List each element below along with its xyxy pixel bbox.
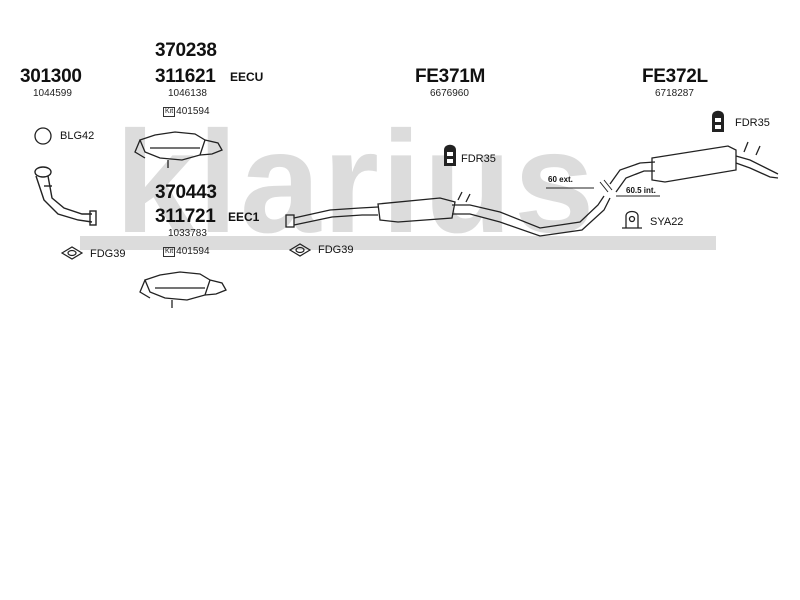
- fdg39-gasket-left-icon: [60, 246, 84, 260]
- watermark-bar: [80, 236, 716, 250]
- blg42-ring-icon: [34, 127, 52, 145]
- label-fdr35-right: FDR35: [735, 117, 770, 129]
- oe-number-1046138: 1046138: [168, 88, 207, 99]
- rear-silencer-drawing: [609, 141, 779, 193]
- label-fdg39-left: FDG39: [90, 248, 126, 260]
- part-number-fe372l: FE372L: [642, 66, 708, 87]
- part-number-370443: 370443: [155, 182, 217, 203]
- catalyst-upper-drawing: [134, 131, 223, 168]
- annotation-60-5-int: 60.5 int.: [626, 186, 656, 195]
- oe-number-1033783: 1033783: [168, 228, 207, 239]
- oe-number-1044599: 1044599: [33, 88, 72, 99]
- center-silencer-drawing: [285, 191, 611, 237]
- part-number-311721: 311721: [155, 206, 216, 227]
- label-sya22: SYA22: [650, 216, 684, 228]
- part-number-370238: 370238: [155, 40, 217, 61]
- joint-marker: [546, 179, 660, 197]
- catalyst-lower-drawing: [139, 271, 227, 308]
- oe-number-6718287: 6718287: [655, 88, 694, 99]
- tag-eec1: EEC1: [228, 210, 260, 224]
- fdr35-mount-mid-icon: [444, 144, 456, 166]
- part-number-301300: 301300: [20, 66, 82, 87]
- fdg39-gasket-mid-icon: [288, 243, 312, 257]
- sya22-clamp-icon: [622, 210, 642, 229]
- front-pipe-drawing: [34, 166, 97, 226]
- label-fdr35-mid: FDR35: [461, 153, 496, 165]
- annotation-60-ext: 60 ext.: [548, 175, 573, 184]
- fdr35-mount-right-icon: [712, 110, 724, 132]
- oe-number-6676960: 6676960: [430, 88, 469, 99]
- label-fdg39-mid: FDG39: [318, 244, 354, 256]
- part-number-311621: 311621: [155, 66, 216, 87]
- tag-eecu: EECU: [230, 70, 264, 84]
- label-blg42: BLG42: [60, 130, 95, 142]
- part-number-fe371m: FE371M: [415, 66, 486, 87]
